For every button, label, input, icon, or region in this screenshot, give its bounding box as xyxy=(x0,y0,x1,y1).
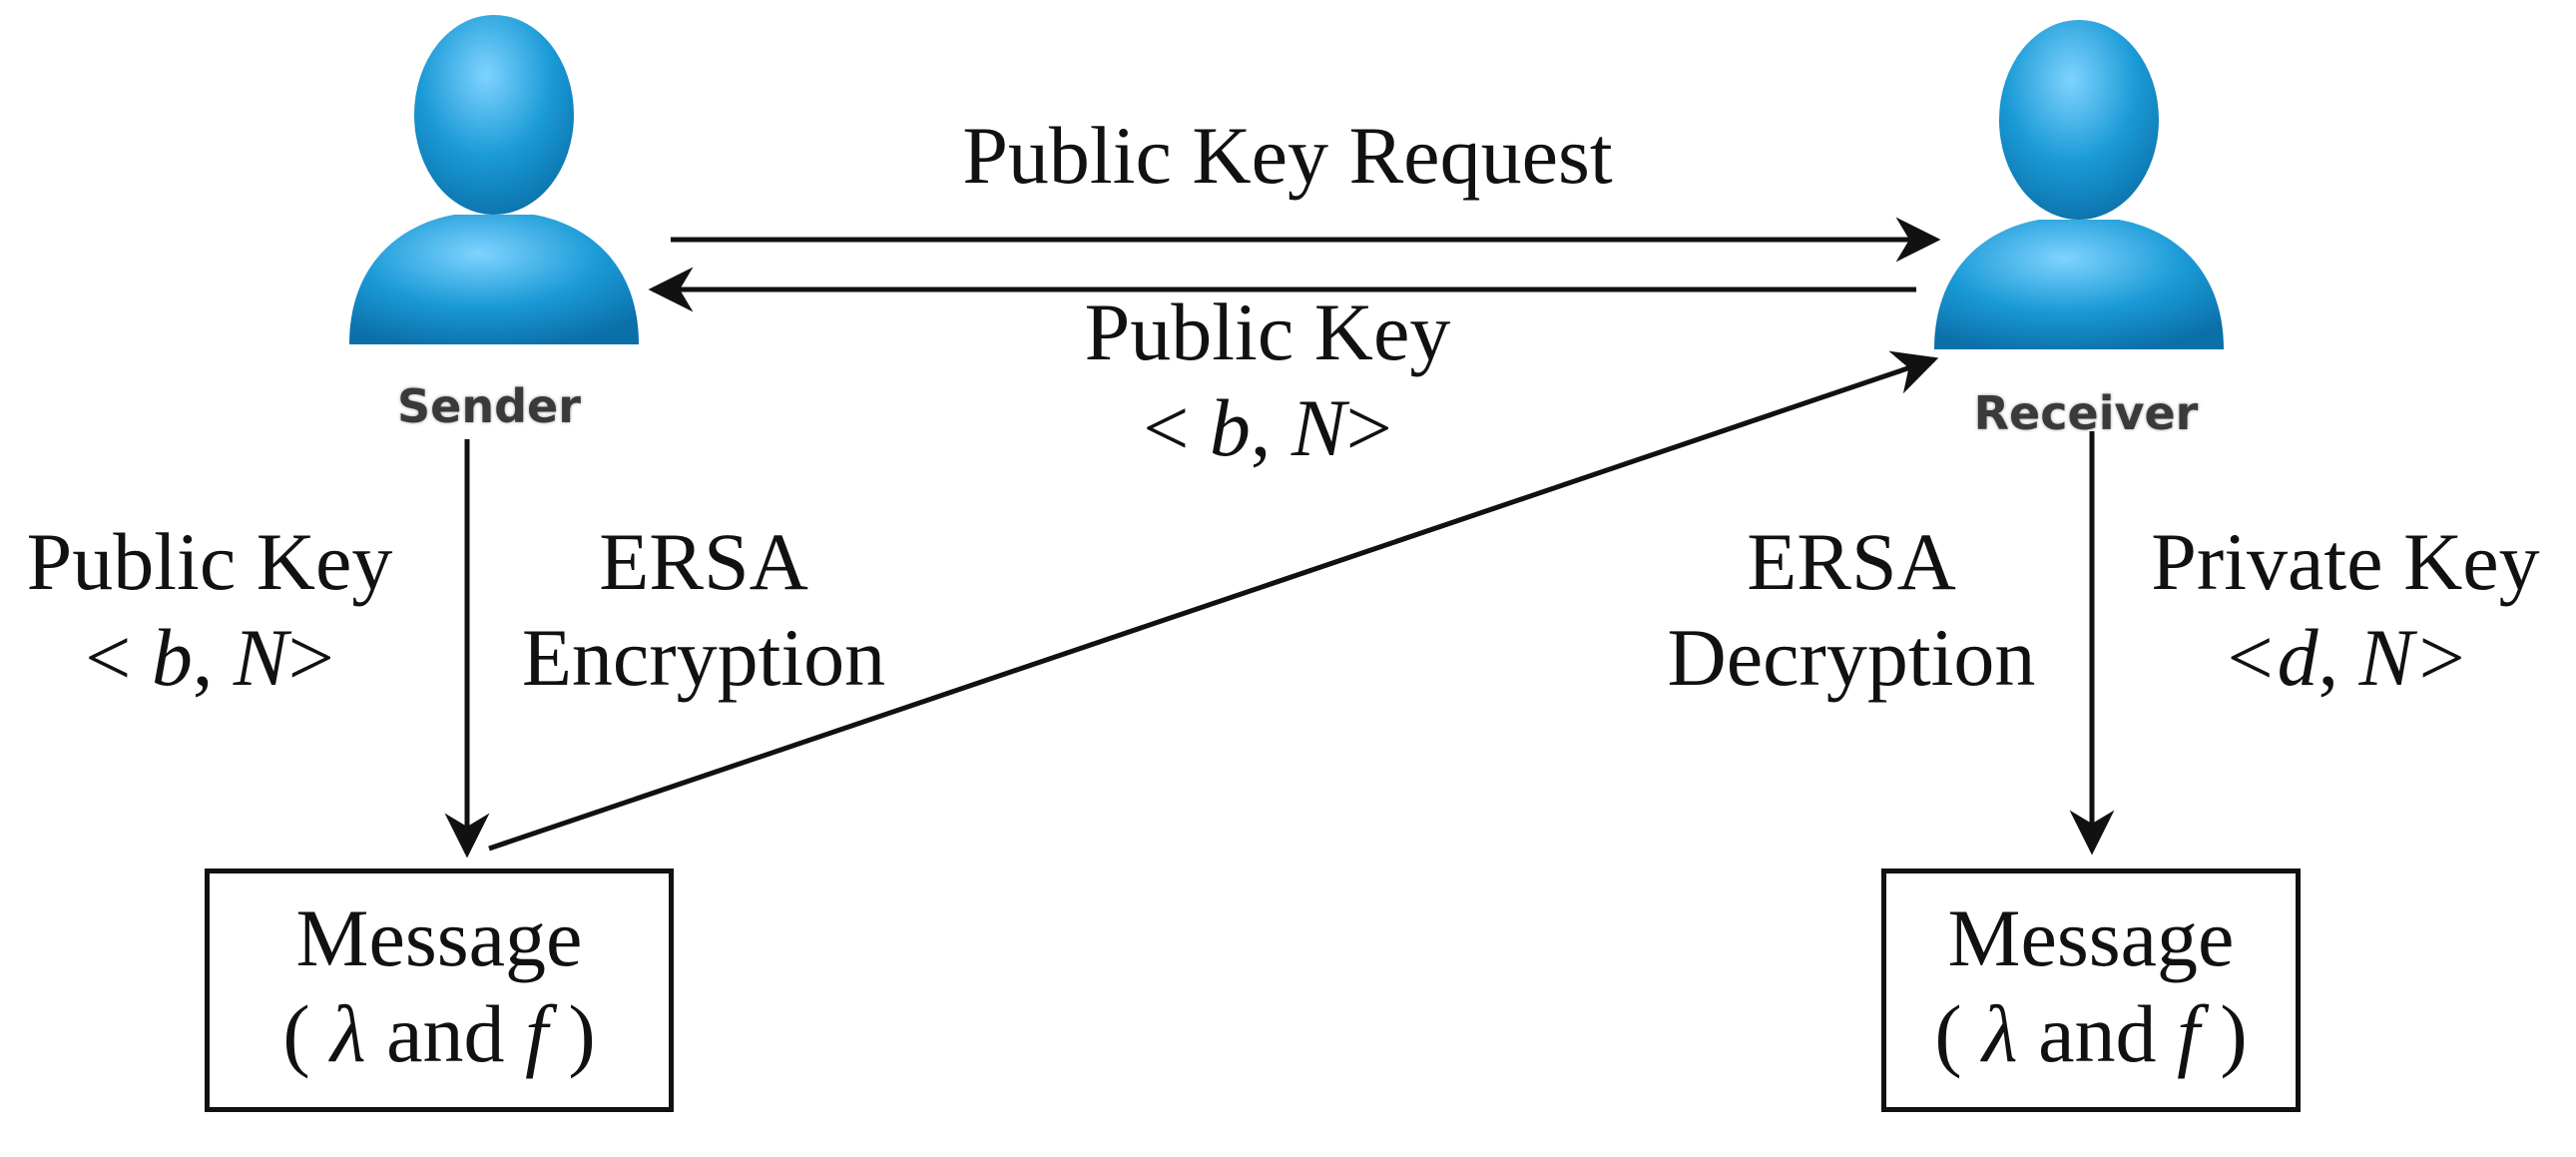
sender-message-title: Message xyxy=(295,892,583,983)
sender-user-icon xyxy=(349,15,639,344)
sender-message-content: ( λ and f ) xyxy=(282,988,596,1079)
sender-label: Sender xyxy=(397,379,581,433)
receiver-message-title: Message xyxy=(1947,892,2235,983)
decryption-line1: ERSA xyxy=(1747,516,1956,607)
private-key-value: <d, N> xyxy=(2222,612,2469,703)
private-key-label: Private Key <d, N> xyxy=(2116,514,2575,706)
sender-public-key-label: Public Key < b, N> xyxy=(0,514,419,706)
public-key-return-value: < b, N> xyxy=(1143,382,1392,473)
receiver-user-icon xyxy=(1934,20,2224,349)
receiver-message-content: ( λ and f ) xyxy=(1934,988,2248,1079)
encrypted-message-arrow xyxy=(488,350,1939,852)
decryption-line2: Decryption xyxy=(1667,612,2036,703)
decryption-label: ERSA Decryption xyxy=(1637,514,2066,706)
encryption-label: ERSA Encryption xyxy=(489,514,918,706)
request-label: Public Key Request xyxy=(962,110,1613,201)
receiver-label: Receiver xyxy=(1973,386,2199,440)
sender-public-key-value: < b, N> xyxy=(85,612,334,703)
sender-message-box: Message ( λ and f ) xyxy=(205,868,674,1112)
public-key-return-label: Public Key < b, N> xyxy=(1028,285,1507,476)
encryption-line1: ERSA xyxy=(599,516,808,607)
private-key-title: Private Key xyxy=(2151,516,2540,607)
receiver-message-box: Message ( λ and f ) xyxy=(1881,868,2301,1112)
public-key-return-title: Public Key xyxy=(1084,287,1451,377)
sender-public-key-title: Public Key xyxy=(26,516,393,607)
encryption-line2: Encryption xyxy=(521,612,886,703)
